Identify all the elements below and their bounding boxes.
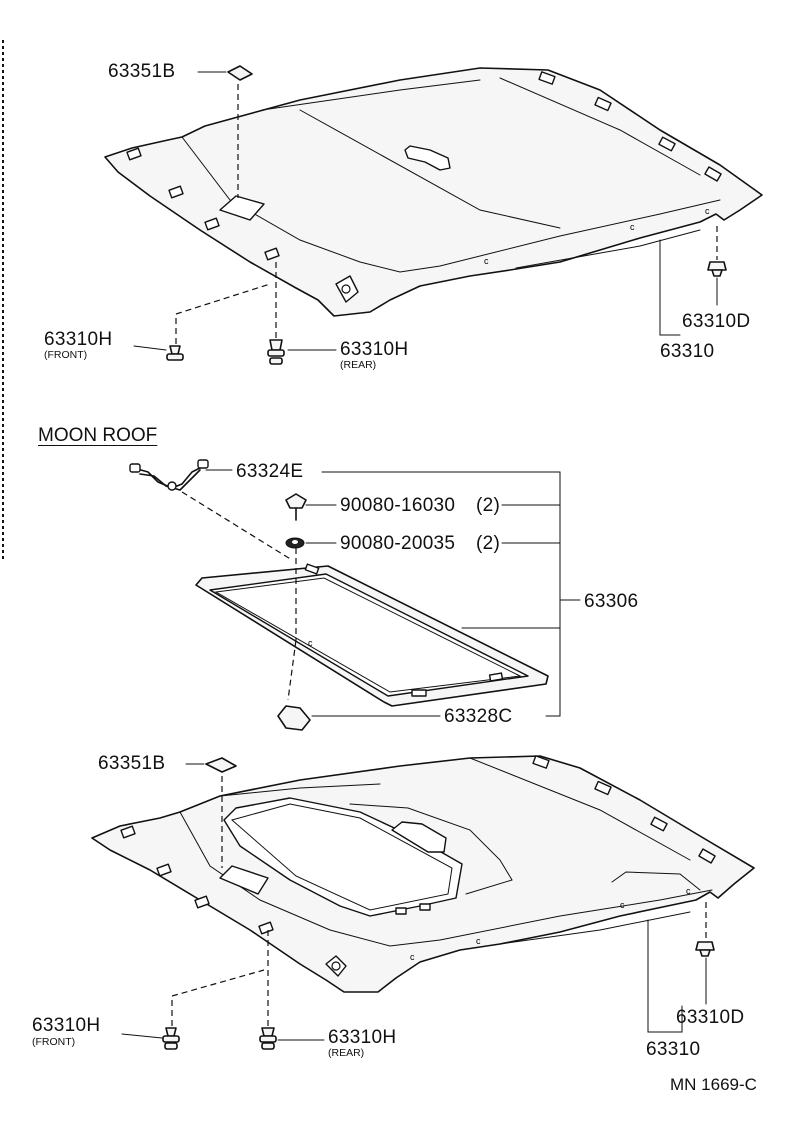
label-63310-top: 63310 [660, 341, 715, 362]
svg-text:c: c [630, 222, 635, 232]
headliner-top: c c c [104, 67, 763, 317]
clip-front-top [133, 283, 271, 361]
moon-roof-bracket [321, 471, 581, 717]
svg-text:c: c [686, 886, 691, 896]
label-rear-note-top: (REAR) [340, 359, 377, 371]
label-63310d-top: 63310D [682, 311, 751, 332]
label-bolt-qty: (2) [476, 495, 501, 516]
label-63306: 63306 [584, 591, 639, 612]
clip-side-top [707, 226, 727, 306]
section-title-moon-roof: MOON ROOF [38, 425, 158, 446]
label-bolt-part: 90080-16030 [340, 495, 456, 516]
wire-harness [129, 459, 293, 561]
svg-text:c: c [308, 638, 313, 648]
label-63310d-bottom: 63310D [676, 1007, 745, 1028]
label-63310-bottom: 63310 [646, 1039, 701, 1060]
clip-side-bottom [695, 902, 715, 1005]
svg-text:c: c [476, 936, 481, 946]
label-rear-note-bottom: (REAR) [328, 1047, 365, 1059]
headliner-bottom: c c c c [91, 755, 755, 993]
clip-front-bottom [121, 969, 265, 1050]
label-63310h-front-bottom: 63310H [32, 1015, 101, 1036]
label-63310h-rear-top: 63310H [340, 339, 409, 360]
headliner-pad-top [197, 65, 253, 198]
clip-rear-bottom [259, 930, 325, 1050]
washer [285, 537, 337, 549]
label-front-note-top: (FRONT) [44, 349, 88, 361]
label-63328c: 63328C [444, 706, 513, 727]
moon-roof-garnish: c [195, 548, 549, 707]
label-63351b-top: 63351B [108, 61, 176, 82]
svg-text:c: c [410, 952, 415, 962]
svg-text:c: c [705, 206, 710, 216]
svg-text:c: c [620, 900, 625, 910]
headliner-bracket-top [659, 239, 681, 336]
label-washer-qty: (2) [476, 533, 501, 554]
headliner-pad-bottom [185, 757, 237, 868]
headliner-bracket-bottom [647, 919, 683, 1033]
label-washer-part: 90080-20035 [340, 533, 456, 554]
clip-rear-top [267, 262, 337, 365]
label-63351b-bottom: 63351B [98, 753, 166, 774]
label-front-note-bottom: (FRONT) [32, 1036, 76, 1048]
diagram-code: MN 1669-C [670, 1075, 757, 1094]
label-63310h-front-top: 63310H [44, 329, 113, 350]
label-63310h-rear-bottom: 63310H [328, 1027, 397, 1048]
moon-roof-cover [277, 705, 441, 731]
svg-text:c: c [484, 256, 489, 266]
bolt [285, 493, 337, 521]
label-63324e: 63324E [236, 461, 304, 482]
